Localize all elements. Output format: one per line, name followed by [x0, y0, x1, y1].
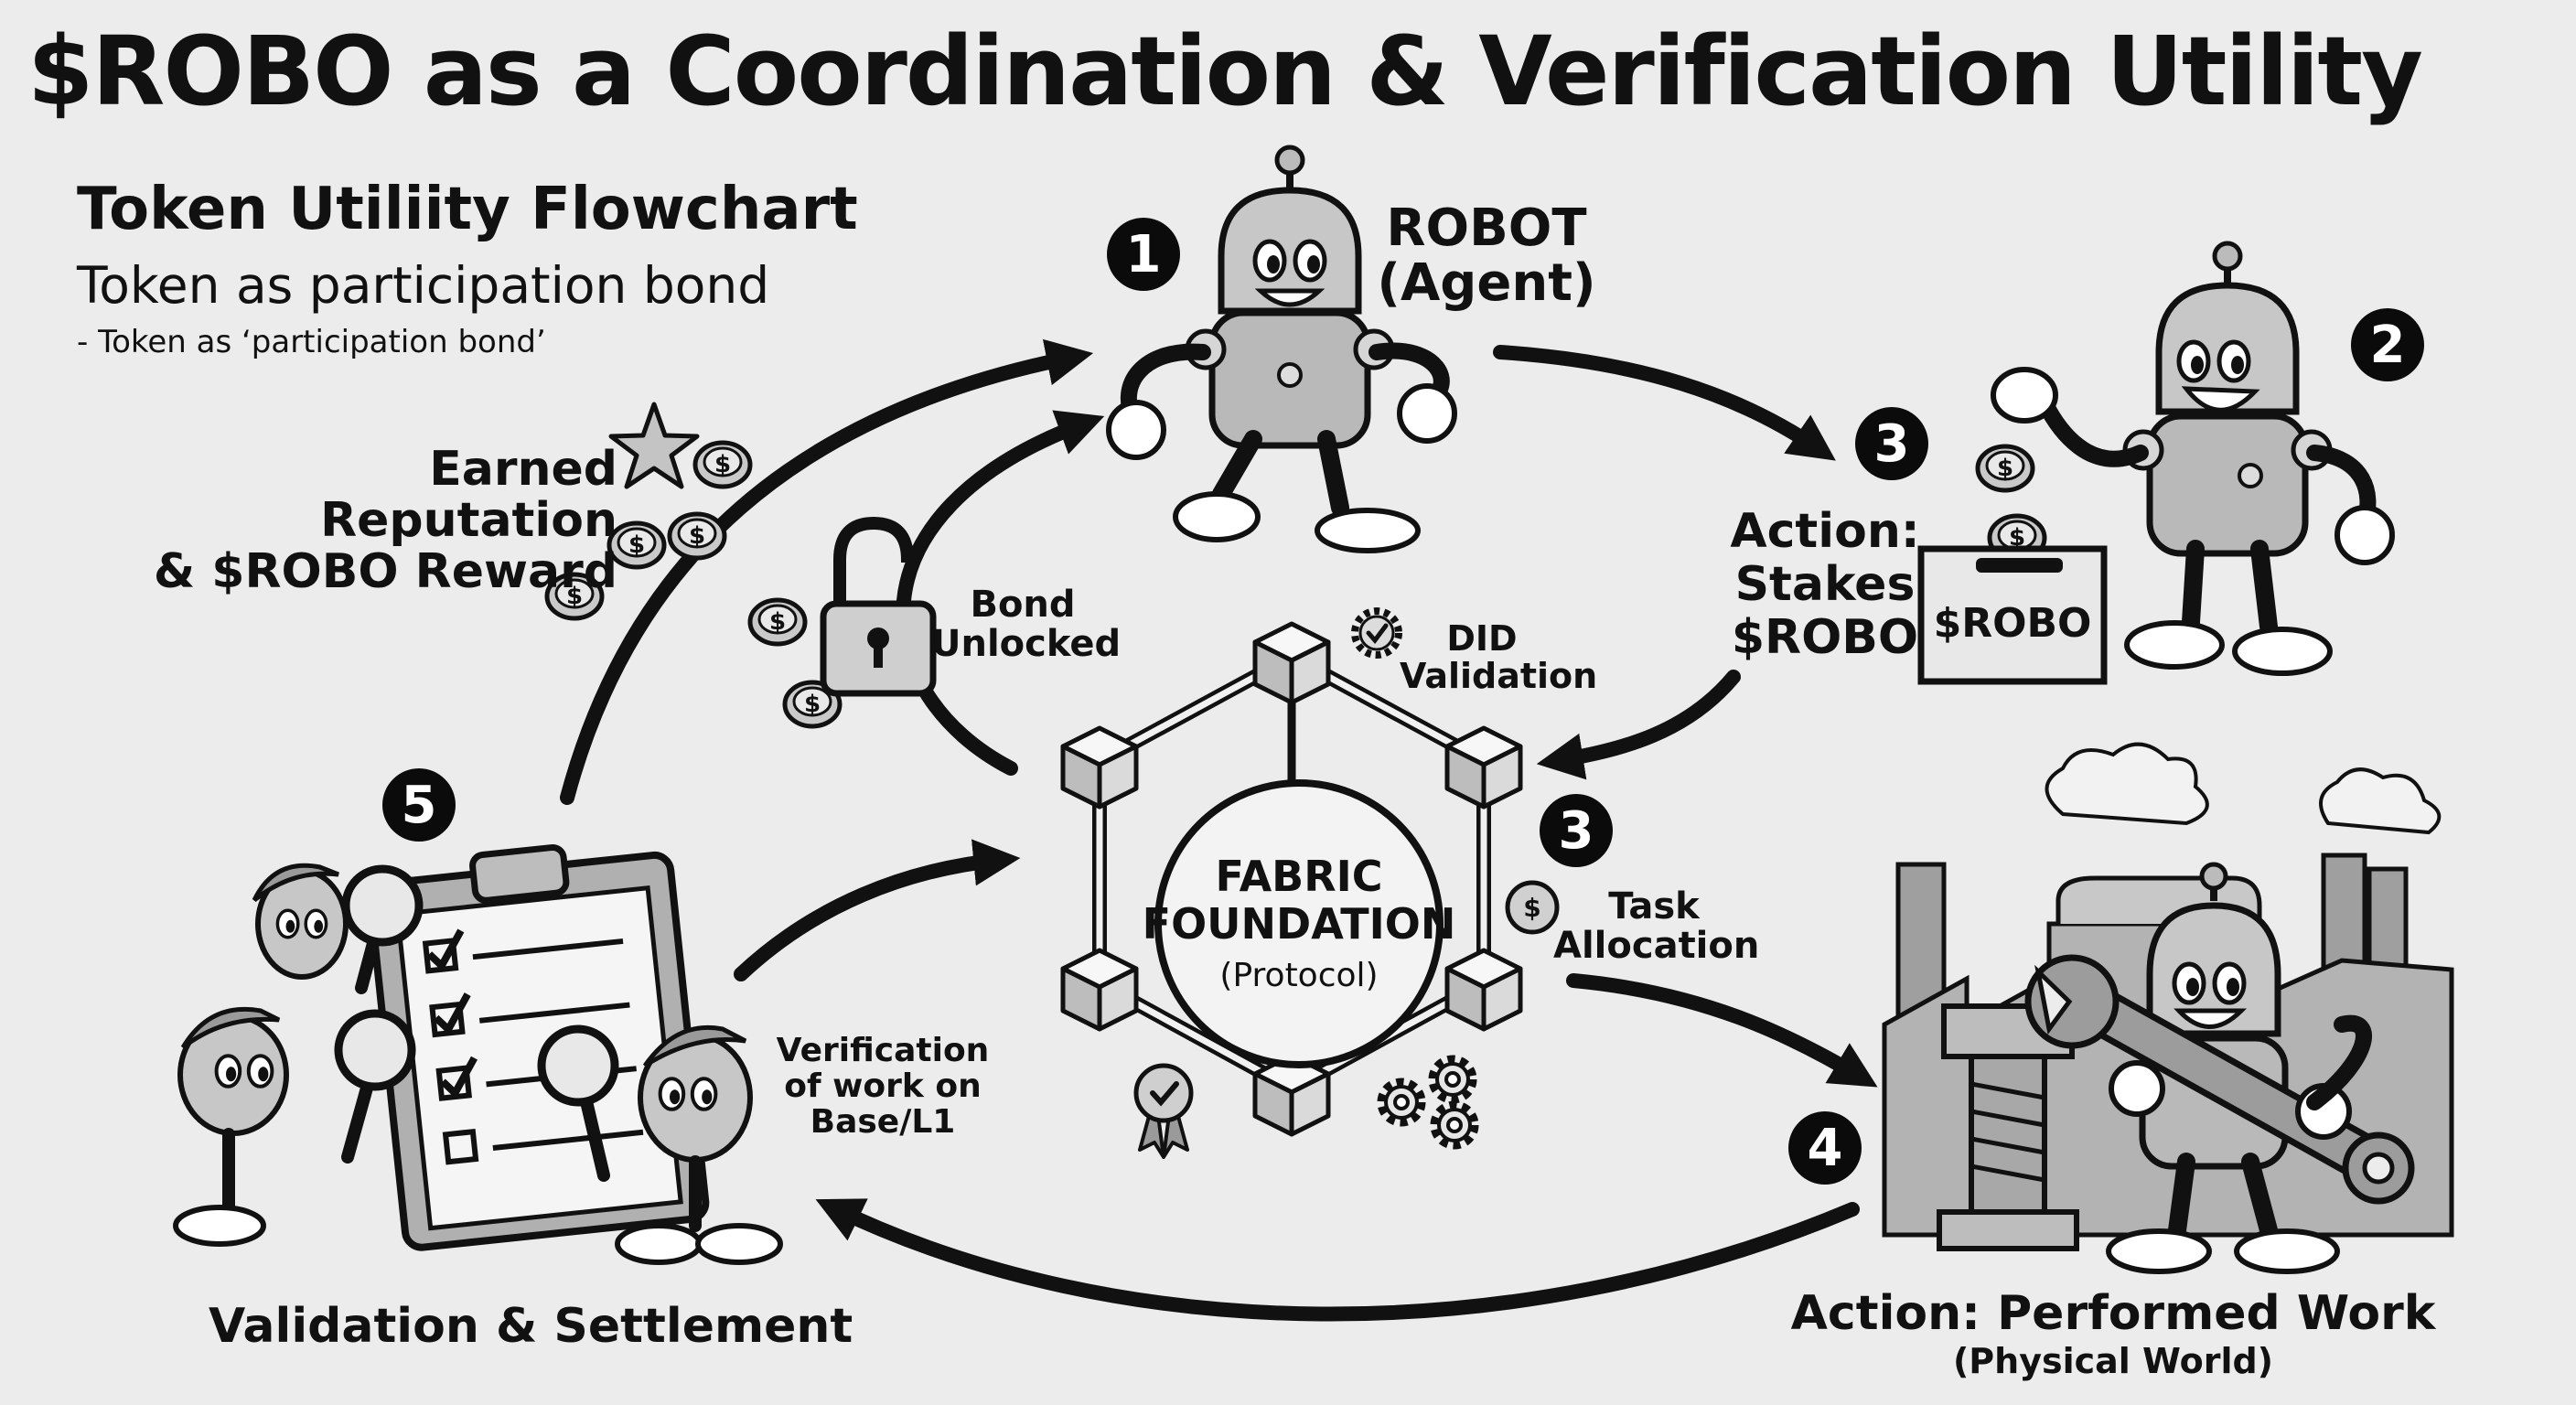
subtitle: Token Utiliity Flowchart [77, 176, 858, 243]
arrow-work-to-settle [815, 1198, 1860, 1322]
arrow-robot-to-stake [1493, 345, 1836, 461]
verification-label: Verification of work on Base/L1 [773, 1032, 993, 1141]
ballot-box-icon [1917, 545, 2108, 685]
magnifier-icon [537, 1024, 619, 1182]
stake-label-line1: Action: [1730, 504, 1920, 559]
stake-label-line2: Stakes [1734, 557, 1916, 613]
step-2-number: 2 [2351, 308, 2424, 381]
gear-icon [1381, 1082, 1422, 1122]
page-title: $ROBO as a Coordination & Verification U… [27, 16, 2423, 127]
reward-coins [547, 402, 840, 726]
reward-line1: Earned Reputation [320, 442, 617, 549]
step-4-number: 4 [1788, 1111, 1862, 1185]
step-stake-marker: 3 [1855, 407, 1928, 480]
bond-line1: Bond [970, 584, 1076, 626]
block-icon [1447, 950, 1520, 1029]
star-icon [608, 402, 700, 489]
arrow-stake-to-hub [1536, 670, 1741, 780]
tagline-detail: - Token as ‘participation bond’ [77, 324, 546, 360]
verify-line1: Verification [776, 1032, 990, 1069]
block-icon [1255, 624, 1328, 702]
task-coin-icon: $ [1505, 880, 1560, 935]
arrow-reward-to-robot [560, 338, 1094, 805]
robot-label-line1: ROBOT [1386, 198, 1587, 258]
coin-icon [609, 523, 664, 567]
reward-line2: & $ROBO Reward [153, 544, 617, 600]
step-5-number: 5 [382, 768, 456, 842]
magnifier-icon [334, 1009, 416, 1164]
tagline: Token as participation bond [77, 256, 770, 315]
magnifier-icon [341, 864, 424, 994]
work-line2: (Physical World) [1952, 1341, 2274, 1382]
reward-label: Earned Reputation & $ROBO Reward [142, 442, 617, 600]
did-validation-label: DID Validation [1400, 618, 1598, 697]
task-line1: Task [1608, 885, 1700, 928]
step-3-number: 3 [1540, 794, 1613, 867]
arrow-hub-to-work [1566, 973, 1878, 1088]
work-line1: Action: Performed Work [1790, 1286, 2436, 1341]
block-icon [1063, 728, 1136, 807]
did-line1: DID [1446, 618, 1518, 659]
robot-label: ROBOT (Agent) [1377, 198, 1596, 314]
gear-icon [1434, 1105, 1475, 1145]
inspector-robots [173, 863, 783, 1265]
verify-line3: Base/L1 [810, 1102, 956, 1141]
coin-icon [670, 514, 724, 558]
performed-work-label: Action: Performed Work (Physical World) [1766, 1288, 2461, 1380]
coin-icon [695, 443, 750, 487]
svg-text:$: $ [1523, 893, 1540, 923]
verify-line2: of work on [784, 1067, 982, 1105]
robot-agent-icon [1106, 145, 1457, 553]
bond-unlocked-label: Bond Unlocked [931, 584, 1122, 666]
ribbon-badge-icon [1133, 1063, 1194, 1159]
gear-icon [1433, 1059, 1473, 1099]
settlement-label: Validation & Settlement [209, 1299, 853, 1354]
protocol-network: $ [1063, 607, 1560, 1159]
wrench-icon [2024, 954, 2415, 1205]
stake-label-line3: $ROBO [1731, 610, 1919, 666]
stake-label: Action: Stakes $ROBO [1715, 505, 1935, 665]
block-icon [1447, 728, 1520, 807]
robot-label-line2: (Agent) [1377, 253, 1596, 314]
robot-staking-icon [1991, 241, 2395, 676]
did-line2: Validation [1400, 656, 1598, 697]
bond-line2: Unlocked [931, 623, 1122, 666]
did-check-icon [1351, 607, 1402, 659]
arrow-settle-to-hub [734, 839, 1021, 981]
padlock-icon [820, 516, 937, 697]
falling-coin-icon [1978, 446, 2033, 490]
task-allocation-label: Task Allocation [1553, 885, 1760, 968]
block-icon [1063, 950, 1136, 1029]
hub-line2: FOUNDATION [1142, 898, 1456, 949]
task-line2: Allocation [1553, 925, 1760, 968]
hub-line1: FABRIC [1215, 851, 1383, 901]
stake-box-label: $ROBO [1933, 600, 2092, 647]
step-1-number: 1 [1107, 218, 1180, 291]
fabric-foundation-hub: FABRIC FOUNDATION (Protocol) [1143, 779, 1455, 1068]
hub-line3: (Protocol) [1219, 957, 1379, 995]
coin-icon [750, 600, 805, 644]
